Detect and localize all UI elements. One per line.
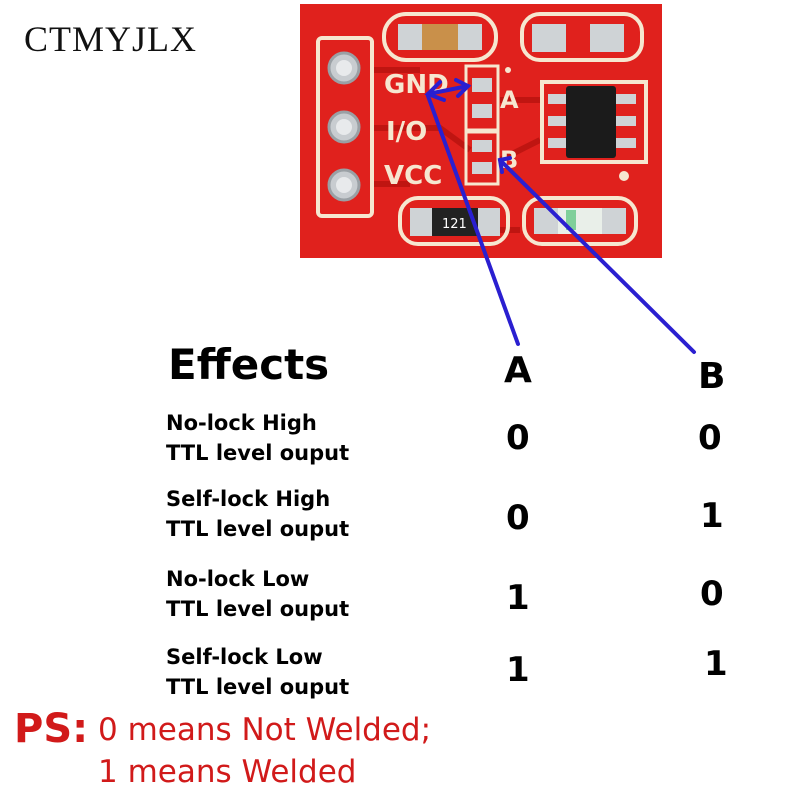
row-label-line2: TTL level ouput — [166, 517, 350, 541]
row-label-line1: No-lock High — [166, 411, 317, 435]
pin-label-vcc: VCC — [384, 161, 442, 191]
pad-a-outline — [464, 64, 500, 132]
pin-label-io: I/O — [386, 117, 427, 147]
row-label-line2: TTL level ouput — [166, 597, 350, 621]
row-label-line1: No-lock Low — [166, 567, 310, 591]
cell-b: 1 — [704, 644, 728, 684]
arrow-a-line — [426, 94, 520, 346]
cell-b: 0 — [698, 418, 722, 458]
ps-note-line2: 1 means Welded — [98, 754, 357, 790]
pad-b-outline — [464, 130, 500, 186]
table-header-a: A — [504, 350, 532, 391]
row-label-line1: Self-lock High — [166, 487, 331, 511]
table-header-effects: Effects — [168, 340, 330, 389]
pin-header — [316, 36, 374, 218]
row-label-line2: TTL level ouput — [166, 675, 350, 699]
pcb-board-illustration: GND I/O VCC A B 121 — [300, 4, 696, 354]
arrow-a-to-pad — [426, 84, 470, 96]
row-label-line1: Self-lock Low — [166, 645, 323, 669]
ps-note-line1: 0 means Not Welded; — [98, 712, 432, 748]
cell-a: 0 — [506, 498, 530, 538]
cell-a: 0 — [506, 418, 530, 458]
table-header-b: B — [698, 356, 726, 397]
row-label-line2: TTL level ouput — [166, 441, 350, 465]
resistor-code: 121 — [442, 217, 467, 232]
ps-note-tag: PS: — [14, 706, 89, 752]
ic-chip — [566, 86, 616, 158]
cell-b: 0 — [700, 574, 724, 614]
brand-watermark: CTMYJLX — [24, 19, 198, 59]
arrow-b-line — [498, 158, 696, 354]
cell-a: 1 — [506, 578, 530, 618]
header-pins — [327, 51, 361, 202]
cell-b: 1 — [700, 496, 724, 536]
pad-label-a: A — [500, 86, 519, 114]
cell-a: 1 — [506, 650, 530, 690]
